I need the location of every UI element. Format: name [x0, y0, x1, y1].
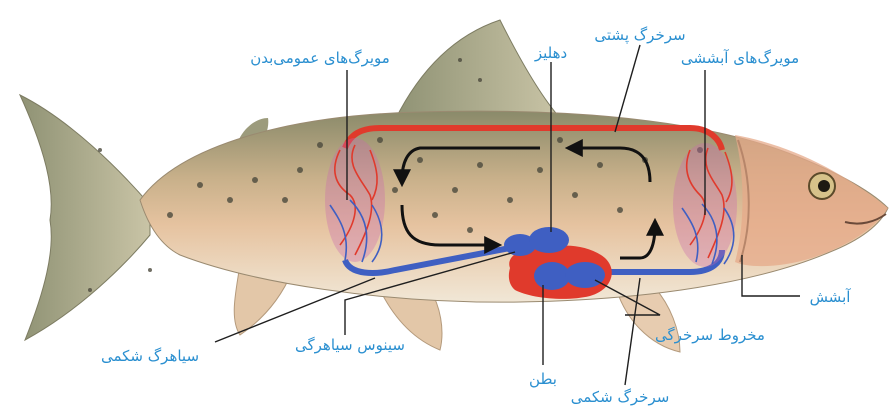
label-atrium: دهلیز: [534, 44, 567, 62]
label-ventricle: بطن: [529, 370, 557, 388]
pupil: [818, 180, 830, 192]
label-sinus-venosus: سینوس سیاهرگی: [295, 336, 405, 354]
body-capillary-bed: [325, 138, 385, 262]
label-body-capillaries: مویرگ‌های عمومی‌بدن: [250, 49, 390, 67]
label-ventral-aorta: سرخرگ شکمی: [571, 388, 670, 406]
head: [735, 135, 888, 266]
ventricle-chamber: [534, 262, 570, 290]
label-dorsal-aorta: سرخرگ پشتی: [594, 26, 685, 45]
conus-arteriosus-chamber: [565, 262, 605, 288]
fish-illustration: [20, 20, 888, 352]
tail-fin: [20, 95, 150, 340]
atrium-chamber: [529, 227, 569, 253]
label-gill-capillaries: مویرگ‌های آبششی: [681, 49, 799, 67]
label-ventral-vein: سیاهرگ شکمی: [101, 347, 199, 365]
dorsal-fin: [395, 20, 560, 120]
label-gill: آبشش: [810, 288, 852, 306]
label-conus-arteriosus: مخروط سرخرگی: [655, 326, 765, 344]
